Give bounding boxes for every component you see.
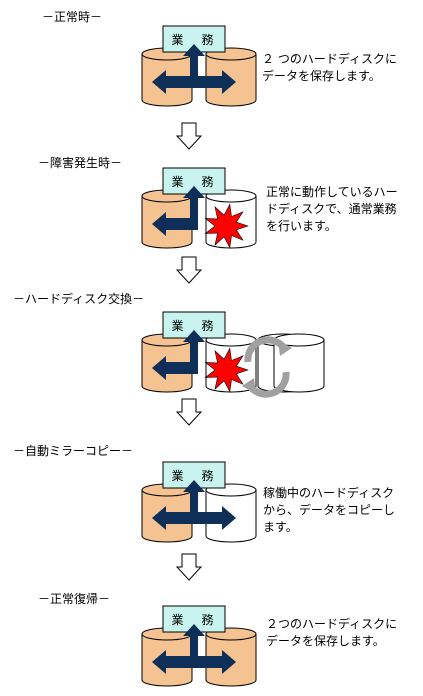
stage-3-figure: 業 務 bbox=[130, 311, 325, 402]
description-line: から、データをコピーし bbox=[263, 503, 396, 517]
description-line: データを保存します。 bbox=[262, 69, 381, 83]
stage-1-heading: －正常時－ bbox=[42, 10, 103, 24]
description-line: ２つのハードディスクに bbox=[266, 617, 398, 631]
description-line: を行います。 bbox=[266, 219, 337, 233]
data-flow-arrow bbox=[152, 44, 236, 94]
disk-pair-recovered-graphic bbox=[141, 605, 257, 687]
disk-replacement-graphic bbox=[141, 311, 325, 398]
stage-2-description: 正常に動作しているハー ドディスクで、通常業務 を行います。 bbox=[266, 184, 398, 235]
stage-5-description: ２つのハードディスクに データを保存します。 bbox=[266, 616, 397, 650]
data-flow-arrow bbox=[152, 330, 205, 380]
description-line: ドディスクで、通常業務 bbox=[266, 202, 397, 216]
mirror-copy-graphic bbox=[141, 461, 257, 543]
failure-burst-icon bbox=[204, 203, 249, 249]
stage-5-heading: －正常復帰－ bbox=[38, 592, 111, 606]
description-line: 正常に動作しているハー bbox=[266, 185, 398, 199]
data-flow-arrow bbox=[152, 480, 236, 530]
description-line: 稼働中のハードディスク bbox=[263, 486, 395, 500]
down-arrow-icon bbox=[176, 553, 202, 581]
down-arrow-icon bbox=[176, 256, 202, 284]
stage-4-heading: －自動ミラーコピー－ bbox=[13, 444, 134, 458]
stage-3-heading: －ハードディスク交換－ bbox=[13, 292, 145, 306]
data-flow-arrow bbox=[152, 624, 236, 674]
description-line: データを保存します。 bbox=[266, 634, 385, 648]
swap-cycle-icon bbox=[242, 336, 292, 398]
stage-2-heading: －障害発生時－ bbox=[38, 156, 123, 170]
disk-pair-normal-graphic bbox=[141, 25, 257, 107]
data-flow-arrow bbox=[152, 186, 205, 236]
stage-1-description: ２ つのハードディスクに データを保存します。 bbox=[262, 51, 397, 85]
down-arrow-icon bbox=[176, 122, 202, 150]
failure-burst-icon bbox=[204, 347, 249, 393]
stage-4-description: 稼働中のハードディスク から、データをコピーし ます。 bbox=[263, 485, 395, 536]
disk-failure-graphic bbox=[141, 167, 257, 249]
down-arrow-icon bbox=[176, 398, 202, 426]
description-line: ２ つのハードディスクに bbox=[262, 52, 397, 66]
description-line: ます。 bbox=[263, 520, 298, 534]
